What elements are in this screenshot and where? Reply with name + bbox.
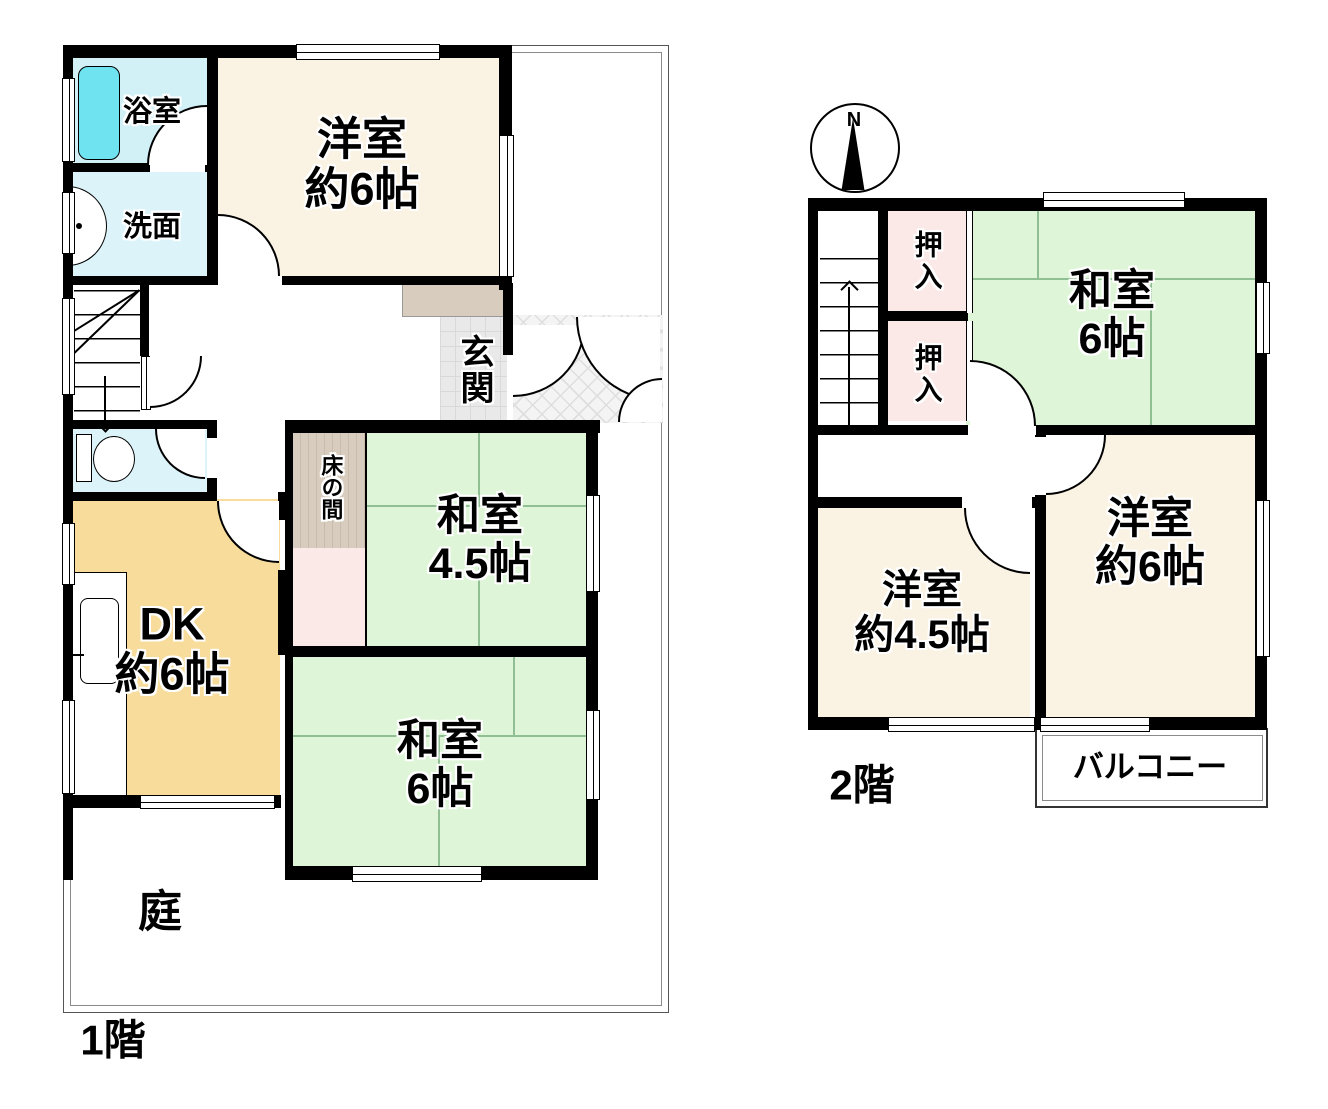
f1-wall-tokonoma-left bbox=[285, 420, 293, 656]
f1-wall-left bbox=[63, 45, 73, 880]
compass-north-label: N bbox=[846, 108, 862, 131]
room-washitsu6-f1 bbox=[293, 655, 588, 868]
tatami-line bbox=[293, 735, 588, 737]
tatami-line bbox=[367, 505, 588, 507]
label-washroom: 洗面 bbox=[122, 210, 182, 243]
label-closet-lower: 押入 bbox=[911, 343, 943, 407]
f2-closet-sliding-door bbox=[966, 211, 973, 313]
entrance-step-cabinet bbox=[402, 283, 510, 317]
f2-wall-mid-vertical bbox=[1035, 425, 1046, 730]
balcony bbox=[1035, 728, 1268, 808]
f1-wall-toilet-top bbox=[63, 420, 217, 429]
door-gap-western45-f2 bbox=[962, 497, 1032, 508]
room-washitsu45 bbox=[367, 430, 588, 648]
label-bathroom: 浴室 bbox=[122, 95, 182, 128]
window-bathroom-left bbox=[62, 78, 75, 162]
f1-wall-stairs-right bbox=[140, 276, 149, 356]
kitchen-sink bbox=[80, 598, 119, 684]
window-western6-right-f2 bbox=[1256, 500, 1270, 657]
f2-wall-closet-divider bbox=[878, 311, 968, 321]
label-western45-f2: 洋室約4.5帖 bbox=[854, 568, 990, 657]
label-western6-f2: 洋室約6帖 bbox=[1095, 494, 1205, 591]
label-closet-upper: 押入 bbox=[911, 230, 943, 294]
f1-wall-dk-top bbox=[63, 492, 217, 501]
window-washitsu6-right-f2 bbox=[1256, 282, 1270, 354]
entrance-tile bbox=[440, 317, 507, 422]
f1-wall-toilet-stub2 bbox=[207, 478, 217, 501]
tatami-line bbox=[438, 737, 440, 868]
window-dk-bottom bbox=[140, 795, 275, 809]
closet-upper-f2 bbox=[888, 211, 966, 313]
toilet-tank bbox=[76, 434, 92, 482]
f1-wall-washitsu-mid bbox=[285, 646, 598, 657]
window-washitsu6-right bbox=[586, 710, 600, 800]
f1-wall-hall-top bbox=[205, 276, 512, 285]
window-western6-top bbox=[296, 44, 440, 60]
toilet-bowl bbox=[93, 436, 135, 482]
f1-stairs-arrow-line bbox=[104, 376, 106, 426]
f1-wall-dk-right bbox=[278, 570, 289, 655]
f1-wall-toilet-stub bbox=[207, 420, 217, 438]
label-floor2: 2階 bbox=[829, 761, 895, 809]
label-balcony: バルコニー bbox=[1072, 749, 1228, 785]
window-washitsu6-top-f2 bbox=[1043, 192, 1185, 208]
f1-wall-washitsu-right bbox=[586, 420, 598, 880]
window-washitsu45-right bbox=[586, 495, 600, 592]
closet-f1 bbox=[293, 548, 367, 648]
window-western45-bottom-f2 bbox=[888, 717, 1035, 732]
f1-wall-washroom-bottom bbox=[63, 276, 215, 285]
tatami-line bbox=[513, 655, 515, 735]
f2-wall-top bbox=[808, 198, 1267, 211]
tatami-line bbox=[1037, 211, 1039, 278]
window-western6-bottom-f2 bbox=[1040, 717, 1150, 732]
label-entrance: 玄関 bbox=[455, 334, 494, 406]
f2-wall-left bbox=[808, 198, 818, 730]
f1-wall-dk-stub bbox=[278, 492, 289, 520]
f1-wall-bath-divider bbox=[63, 163, 211, 172]
label-western6-f1: 洋室約6帖 bbox=[304, 113, 420, 215]
window-western6-right bbox=[499, 135, 514, 277]
window-washitsu6-bottom bbox=[352, 866, 482, 882]
f1-wall-washitsu6-left bbox=[285, 646, 293, 880]
f1-wall-top bbox=[63, 45, 512, 58]
f1-wall-tile-porch-divider bbox=[503, 283, 513, 355]
door-gap-western6-f2 bbox=[1035, 437, 1046, 495]
door-gap-washitsu6-f2 bbox=[968, 425, 1036, 435]
balcony-inner-line bbox=[1042, 735, 1263, 801]
washbasin-drain bbox=[76, 223, 82, 229]
bathtub bbox=[78, 66, 120, 160]
window-dk-left2 bbox=[62, 700, 75, 794]
window-dk-left bbox=[62, 523, 75, 585]
f1-wall-bath-right bbox=[207, 45, 218, 285]
label-garden: 庭 bbox=[138, 887, 182, 937]
f2-stairs-arrow-line bbox=[848, 287, 850, 427]
window-washroom-left bbox=[62, 192, 75, 254]
f2-wall-hall-bottom bbox=[808, 497, 1040, 508]
tatami-line bbox=[478, 560, 480, 648]
f1-wall-genkan-bottom bbox=[285, 420, 600, 433]
kitchen-faucet bbox=[71, 654, 84, 656]
tatami-line bbox=[970, 278, 1256, 280]
door-gap-bathroom bbox=[150, 163, 205, 172]
tatami-line bbox=[1150, 280, 1152, 427]
closet-lower-f2 bbox=[888, 321, 966, 421]
window-stairs-left bbox=[62, 298, 75, 395]
label-tokonoma: 床の間 bbox=[318, 454, 344, 520]
f1-stairs bbox=[74, 290, 140, 426]
label-floor1: 1階 bbox=[80, 1016, 146, 1064]
tatami-line bbox=[478, 430, 480, 506]
door-gap-western6 bbox=[218, 276, 282, 285]
f1-sliding-door-line bbox=[365, 430, 367, 646]
